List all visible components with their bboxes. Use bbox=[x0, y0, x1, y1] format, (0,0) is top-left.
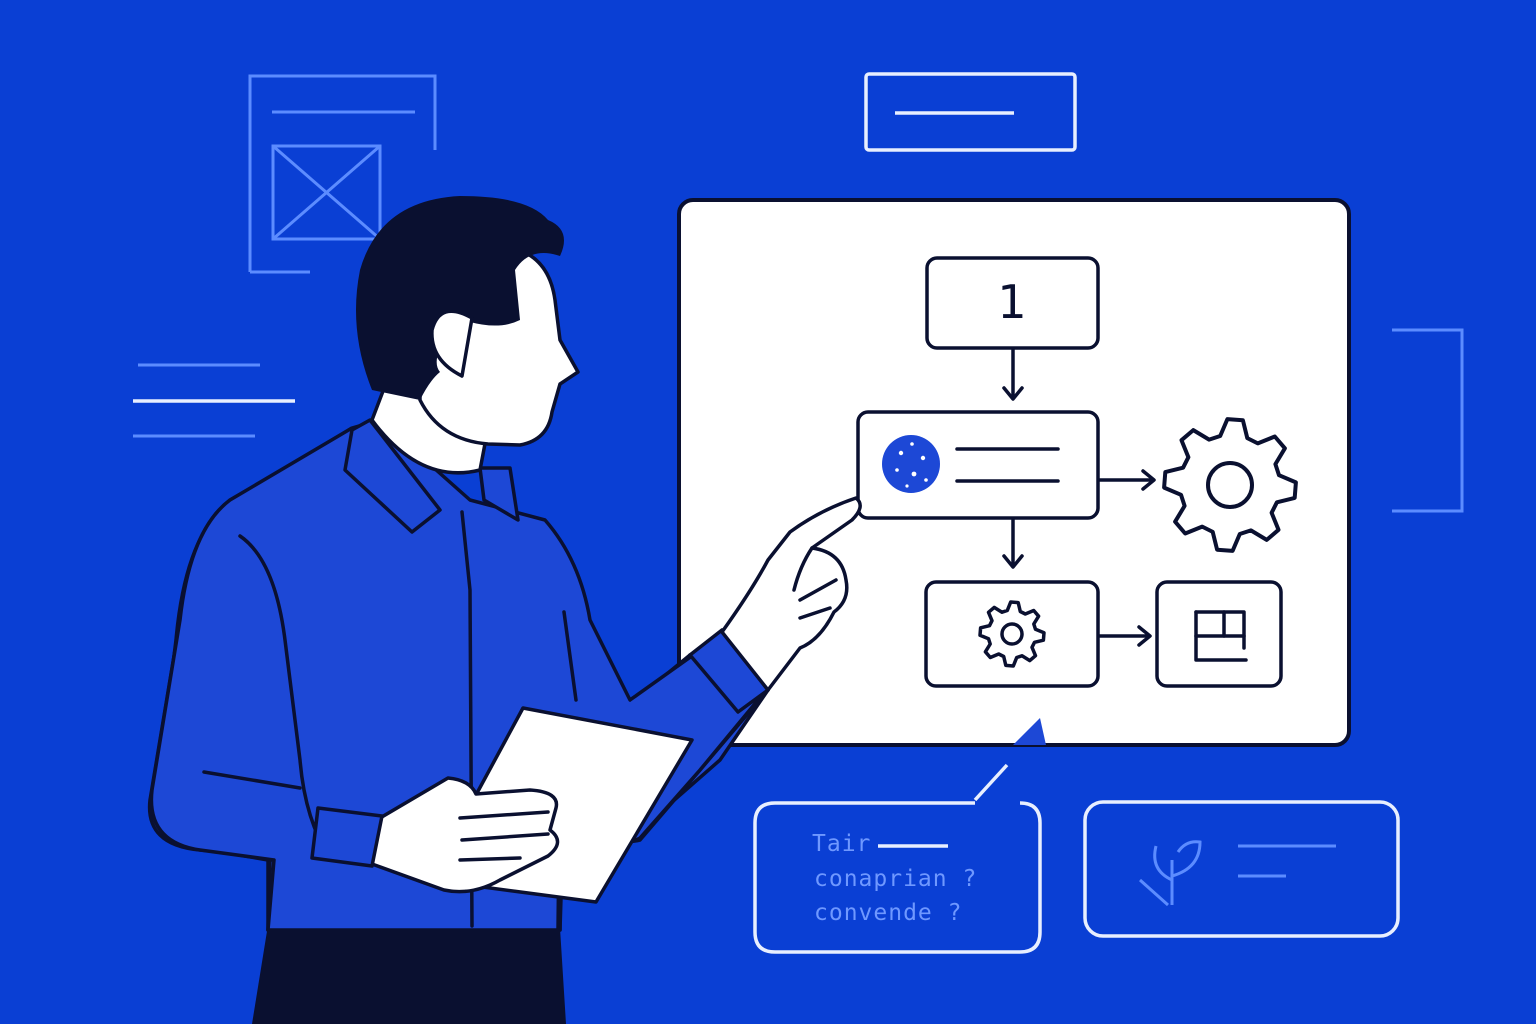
flow-step-3 bbox=[924, 580, 1100, 688]
flow-arrow-right-1 bbox=[1098, 469, 1156, 491]
step-number: 1 bbox=[997, 275, 1026, 329]
small-gear-icon bbox=[978, 600, 1046, 668]
gear-icon bbox=[1162, 417, 1298, 553]
bigGear-teeth bbox=[1162, 417, 1298, 553]
sprout-icon bbox=[1139, 840, 1202, 907]
dotted-circle-icon bbox=[882, 435, 940, 493]
wireframe-bracket bbox=[1392, 328, 1464, 513]
hair bbox=[356, 196, 564, 400]
wireframe-image-card bbox=[248, 74, 437, 274]
wireframe-text-lines bbox=[133, 363, 295, 438]
caption-line-2: conaprian ? bbox=[814, 866, 977, 892]
caption-card-border bbox=[753, 801, 1042, 954]
caption-line-3-suffix: ? bbox=[947, 900, 963, 926]
caption-line-3: convende ? bbox=[814, 900, 963, 926]
caption-line-2-suffix: ? bbox=[962, 866, 978, 892]
smallGear-teeth bbox=[978, 600, 1046, 668]
speech-pointer bbox=[1013, 718, 1046, 745]
image-placeholder-icon bbox=[271, 144, 382, 241]
flow-arrow-right-2 bbox=[1098, 625, 1152, 647]
flow-step-1: 1 bbox=[925, 256, 1100, 350]
presenter-figure bbox=[147, 196, 862, 1024]
flow-arrow-down-1 bbox=[1002, 348, 1024, 401]
caption-line-2-text: conaprian bbox=[814, 866, 948, 892]
speech-tail bbox=[973, 763, 1009, 802]
pointing-hand bbox=[720, 496, 862, 692]
flow-arrow-down-2 bbox=[1002, 518, 1024, 569]
flow-step-4 bbox=[1155, 580, 1283, 688]
wireframe-button bbox=[864, 72, 1077, 152]
smallGear-hole bbox=[1000, 622, 1024, 646]
pants bbox=[252, 925, 566, 1024]
flow-step-2 bbox=[856, 410, 1100, 520]
caption-line-3-text: convende bbox=[814, 900, 933, 926]
icon-card bbox=[1083, 800, 1400, 938]
flowchart-panel: 1 bbox=[677, 198, 1351, 747]
collar bbox=[343, 418, 442, 534]
caption-line-1: Tair bbox=[812, 831, 872, 857]
layout-icon bbox=[1194, 610, 1248, 662]
bigGear-hole bbox=[1206, 461, 1254, 509]
holding-hand bbox=[370, 776, 560, 894]
